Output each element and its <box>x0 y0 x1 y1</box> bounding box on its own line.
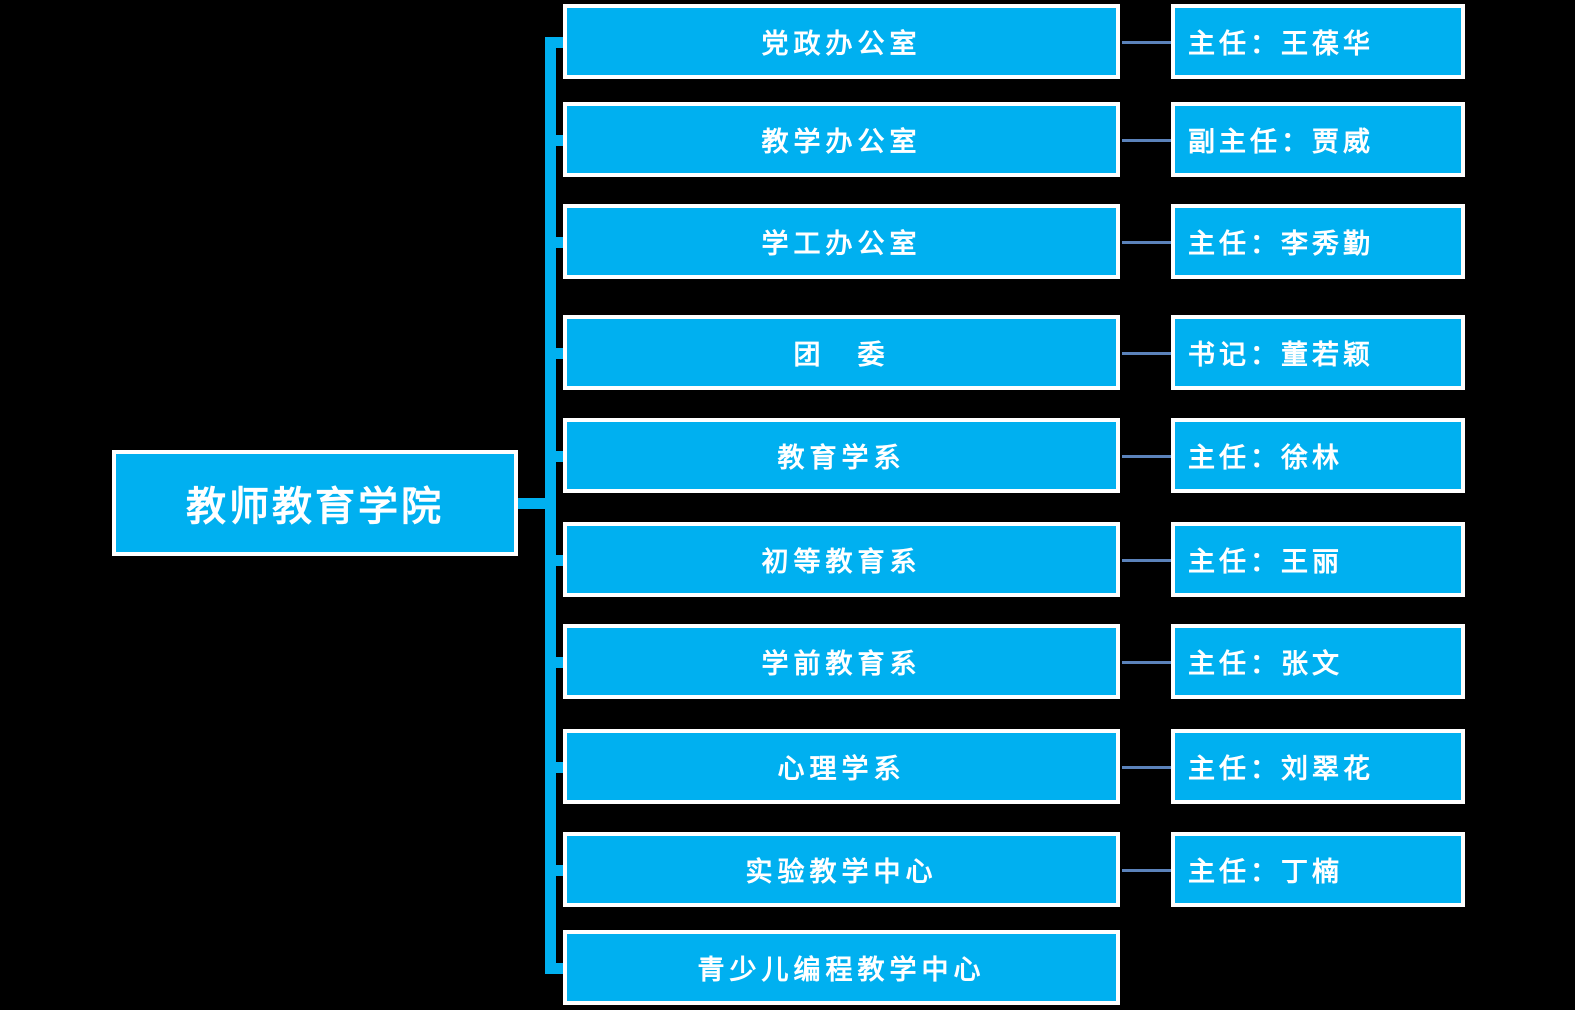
branch-connector <box>545 348 565 359</box>
branch-connector <box>545 963 565 974</box>
department-label: 青少儿编程教学中心 <box>697 955 986 985</box>
branch-connector <box>545 237 565 248</box>
leader-node: 主任：张文 <box>1171 624 1465 699</box>
leader-connector <box>1122 869 1173 872</box>
leader-label: 主任：王葆华 <box>1188 29 1374 59</box>
leader-label: 主任：王丽 <box>1188 547 1343 577</box>
department-node: 团 委 <box>563 315 1120 390</box>
branch-connector <box>545 555 565 566</box>
leader-connector <box>1122 766 1173 769</box>
leader-node: 书记：董若颖 <box>1171 315 1465 390</box>
department-node: 学前教育系 <box>563 624 1120 699</box>
department-label: 学前教育系 <box>761 649 922 679</box>
root-node-label: 教师教育学院 <box>186 485 444 529</box>
department-node: 实验教学中心 <box>563 832 1120 907</box>
branch-connector <box>545 657 565 668</box>
leader-connector <box>1122 139 1173 142</box>
department-node: 青少儿编程教学中心 <box>563 930 1120 1005</box>
department-label: 教育学系 <box>777 443 906 473</box>
branch-connector <box>545 37 565 48</box>
department-node: 教育学系 <box>563 418 1120 493</box>
leader-node: 主任：王丽 <box>1171 522 1465 597</box>
leader-node: 主任：李秀勤 <box>1171 204 1465 279</box>
leader-connector <box>1122 352 1173 355</box>
leader-connector <box>1122 41 1173 44</box>
branch-connector <box>545 135 565 146</box>
leader-node: 主任：徐林 <box>1171 418 1465 493</box>
leader-label: 主任：李秀勤 <box>1188 229 1374 259</box>
leader-node: 主任：丁楠 <box>1171 832 1465 907</box>
leader-label: 主任：徐林 <box>1188 443 1343 473</box>
leader-connector <box>1122 661 1173 664</box>
branch-connector <box>545 865 565 876</box>
leader-label: 主任：刘翠花 <box>1188 754 1374 784</box>
department-label: 党政办公室 <box>761 29 922 59</box>
department-label: 教学办公室 <box>761 127 922 157</box>
department-label: 心理学系 <box>777 754 906 784</box>
leader-label: 主任：丁楠 <box>1188 857 1343 887</box>
leader-node: 副主任：贾威 <box>1171 102 1465 177</box>
branch-connector <box>545 762 565 773</box>
department-node: 初等教育系 <box>563 522 1120 597</box>
department-label: 团 委 <box>793 340 890 370</box>
leader-connector <box>1122 559 1173 562</box>
leader-connector <box>1122 241 1173 244</box>
department-node: 党政办公室 <box>563 4 1120 79</box>
branch-connector <box>545 451 565 462</box>
leader-node: 主任：刘翠花 <box>1171 729 1465 804</box>
leader-label: 主任：张文 <box>1188 649 1343 679</box>
leader-label: 书记：董若颖 <box>1188 340 1374 370</box>
leader-connector <box>1122 455 1173 458</box>
department-node: 心理学系 <box>563 729 1120 804</box>
department-label: 学工办公室 <box>761 229 922 259</box>
leader-label: 副主任：贾威 <box>1188 127 1374 157</box>
department-node: 教学办公室 <box>563 102 1120 177</box>
root-connector <box>516 498 556 509</box>
department-label: 实验教学中心 <box>745 857 938 887</box>
root-node: 教师教育学院 <box>112 450 518 556</box>
department-label: 初等教育系 <box>761 547 922 577</box>
leader-node: 主任：王葆华 <box>1171 4 1465 79</box>
department-node: 学工办公室 <box>563 204 1120 279</box>
